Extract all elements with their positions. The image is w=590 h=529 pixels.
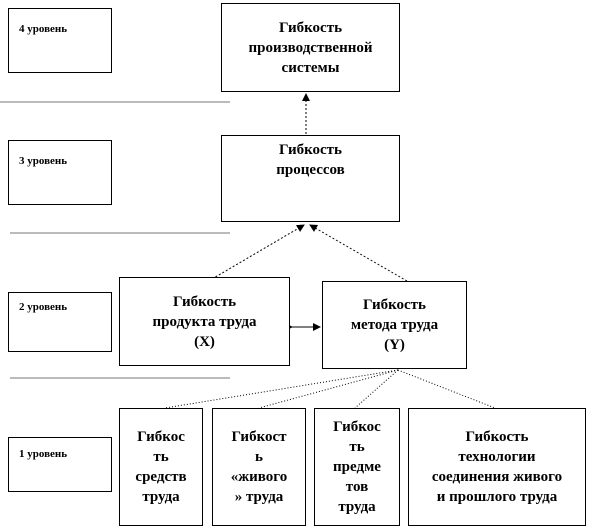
level-1-label: 1 уровень <box>19 448 68 460</box>
level-2-label-box: 2 уровень <box>8 292 112 352</box>
node-method-of-labor: Гибкость метода труда (Y) <box>322 281 467 369</box>
link-method-to-means <box>164 369 399 409</box>
link-method-to-living <box>258 369 399 409</box>
level-4-label: 4 уровень <box>19 23 68 35</box>
arrow-method-to-processes <box>309 224 408 282</box>
node-processes: Гибкость процессов <box>221 135 400 222</box>
arrow-product-to-processes <box>211 224 305 280</box>
node-means-of-labor: Гибкос ть средств труда <box>119 408 203 526</box>
node-living-labor: Гибкост ь «живого » труда <box>212 408 306 526</box>
link-method-to-technology <box>397 369 496 409</box>
level-3-label: 3 уровень <box>19 155 68 167</box>
node-object-of-labor: Гибкос ть предме тов труда <box>314 408 400 526</box>
node-product-of-labor: Гибкость продукта труда (Х) <box>119 277 290 366</box>
level-2-label: 2 уровень <box>19 301 68 313</box>
level-1-label-box: 1 уровень <box>8 437 112 492</box>
level-3-label-box: 3 уровень <box>8 140 112 205</box>
link-method-to-object <box>354 369 399 409</box>
node-production-system: Гибкость производственной системы <box>221 3 400 92</box>
level-4-label-box: 4 уровень <box>8 8 112 73</box>
node-technology: Гибкость технологии соединения живого и … <box>408 408 586 526</box>
